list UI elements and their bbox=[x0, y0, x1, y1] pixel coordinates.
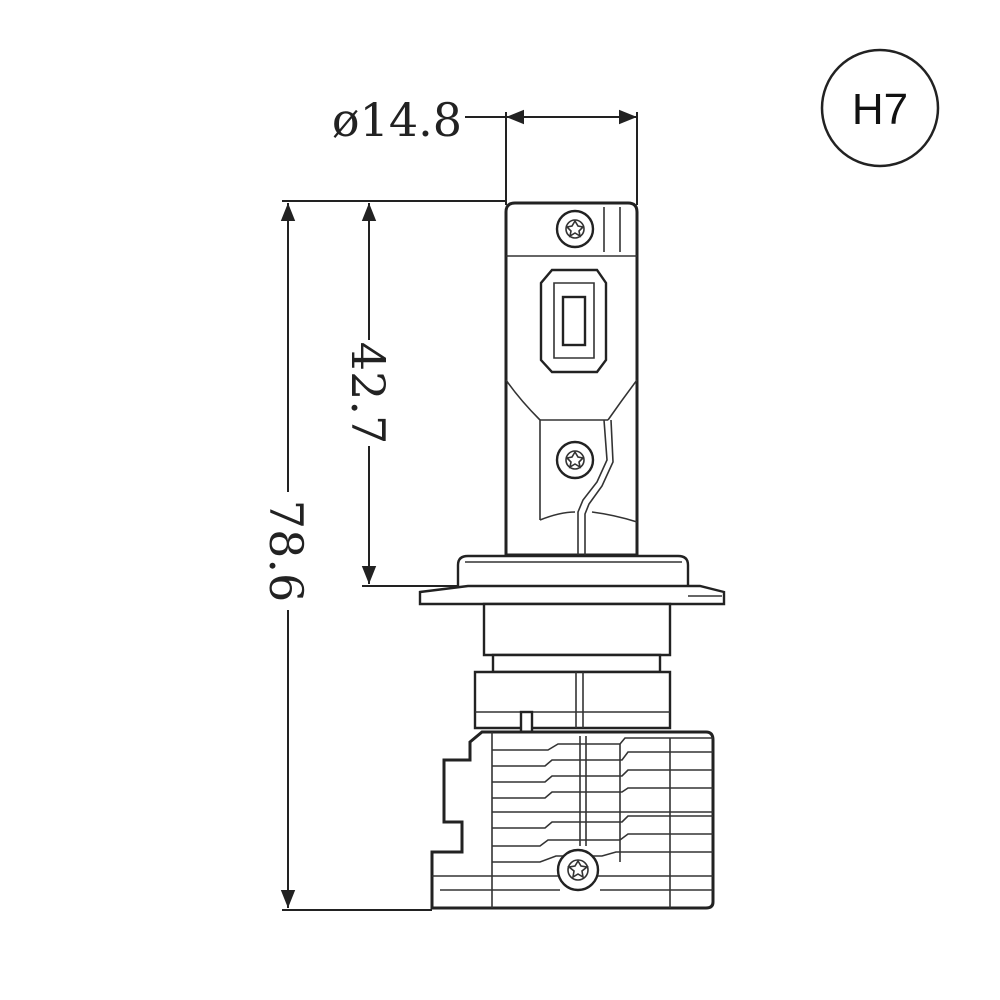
total-length-label: 78.6 bbox=[259, 500, 313, 602]
heat-sink bbox=[430, 730, 715, 910]
type-badge-label: H7 bbox=[852, 85, 908, 134]
total-length-dimension: 78.6 bbox=[259, 203, 313, 908]
bulb-neck bbox=[473, 670, 672, 736]
screw-icon bbox=[555, 440, 595, 480]
diameter-label: ø14.8 bbox=[332, 93, 462, 147]
bulb-head bbox=[504, 201, 639, 557]
screw-icon bbox=[555, 209, 595, 249]
bulb-base bbox=[418, 554, 726, 674]
diameter-dimension: ø14.8 bbox=[332, 93, 638, 205]
chip-length-label: 42.7 bbox=[341, 342, 395, 444]
led-chip bbox=[539, 268, 608, 374]
screw-icon bbox=[556, 848, 600, 892]
chip-length-dimension: 42.7 bbox=[341, 203, 395, 584]
type-badge: H7 bbox=[820, 48, 940, 168]
